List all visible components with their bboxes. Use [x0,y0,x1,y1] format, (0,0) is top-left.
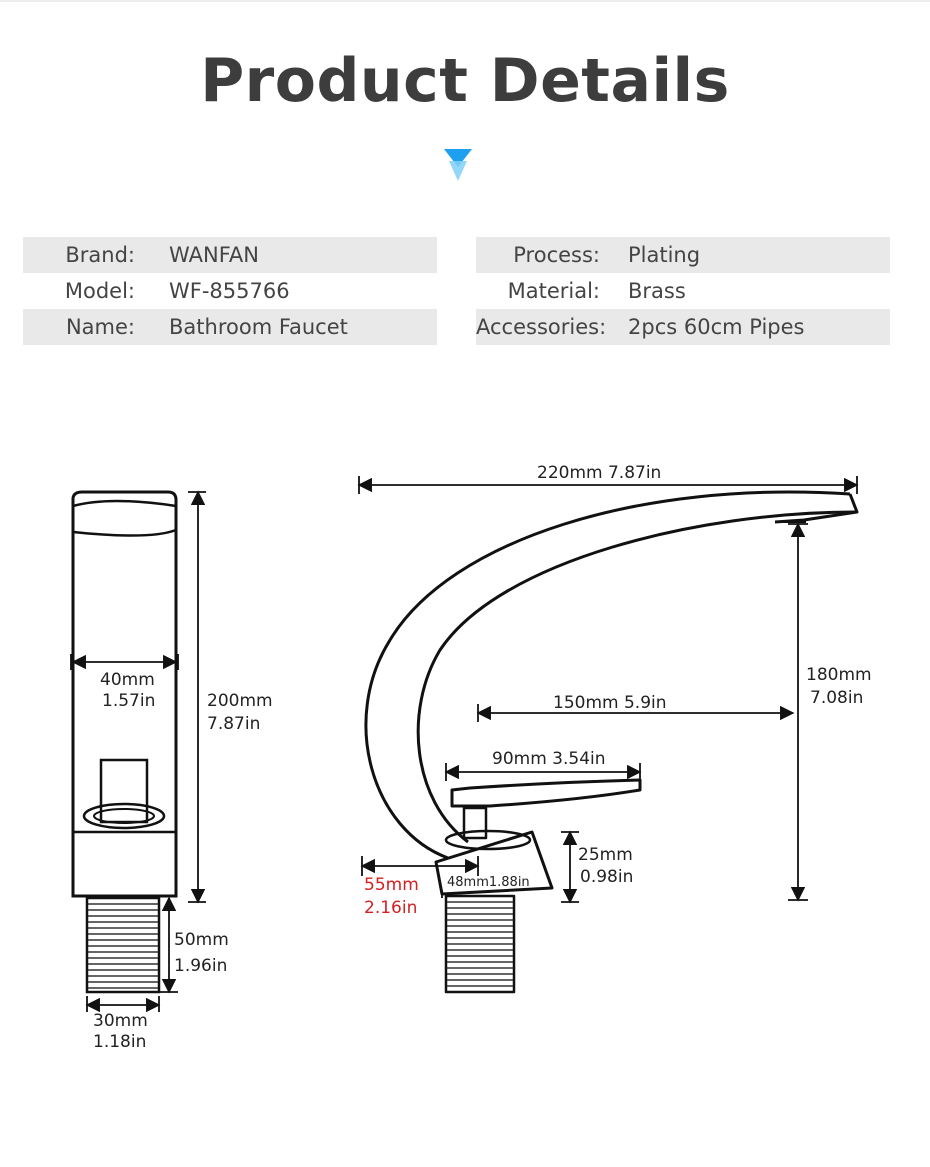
spec-label: Process: [513,243,600,267]
thread-length-in: 1.96in [174,956,227,976]
spec-label: Name: [65,315,135,339]
chevron-down-icon [444,149,472,181]
spec-row-process: Process: Plating [476,237,890,273]
spec-table-left: Brand: WANFAN Model: WF-855766 Name: Bat… [23,237,437,345]
spec-row-material: Material: Brass [476,273,890,309]
front-height-in: 7.87in [207,714,260,734]
spec-value: Bathroom Faucet [169,315,348,339]
page-title: Product Details [200,46,730,116]
front-width-in: 1.57in [102,691,155,711]
spec-label: Material: [507,279,600,303]
spec-label: Brand: [65,243,135,267]
base-height-in: 0.98in [580,867,633,887]
spout-height-mm: 180mm [806,665,872,685]
base-plate-width: 48mm1.88in [447,875,530,890]
front-height-mm: 200mm [207,691,273,711]
side-thread-lines [447,901,513,987]
spec-value: Plating [628,243,701,267]
spec-value: WANFAN [169,243,259,267]
spout-height-in: 7.08in [810,688,863,708]
base-width-in: 1.18in [93,1032,146,1052]
curve-offset-mm: 55mm [364,875,419,895]
side-dimension-lines [357,476,859,904]
side-view-faucet [364,490,859,994]
spec-label: Model: [64,279,135,303]
spec-value: WF-855766 [169,279,290,303]
spec-value: Brass [628,279,686,303]
front-width-mm: 40mm [100,670,155,690]
spec-row-name: Name: Bathroom Faucet [23,309,437,345]
curve-offset-in: 2.16in [364,898,417,918]
spec-row-accessories: Accessories: 2pcs 60cm Pipes [476,309,890,345]
front-view-faucet [71,490,178,994]
spec-row-brand: Brand: WANFAN [23,237,437,273]
spout-reach: 150mm 5.9in [553,693,667,713]
front-dimension-lines [70,490,206,1013]
thread-length-mm: 50mm [174,930,229,950]
base-width-mm: 30mm [93,1011,148,1031]
spec-label: Accessories: [476,315,607,339]
spec-table-right: Process: Plating Material: Brass Accesso… [476,237,890,345]
spec-row-model: Model: WF-855766 [23,273,437,309]
top-divider [0,0,930,2]
spout-length: 220mm 7.87in [537,463,661,483]
handle-length: 90mm 3.54in [492,749,606,769]
spec-value: 2pcs 60cm Pipes [628,315,805,339]
base-height-mm: 25mm [578,845,633,865]
front-thread-lines [88,903,158,989]
